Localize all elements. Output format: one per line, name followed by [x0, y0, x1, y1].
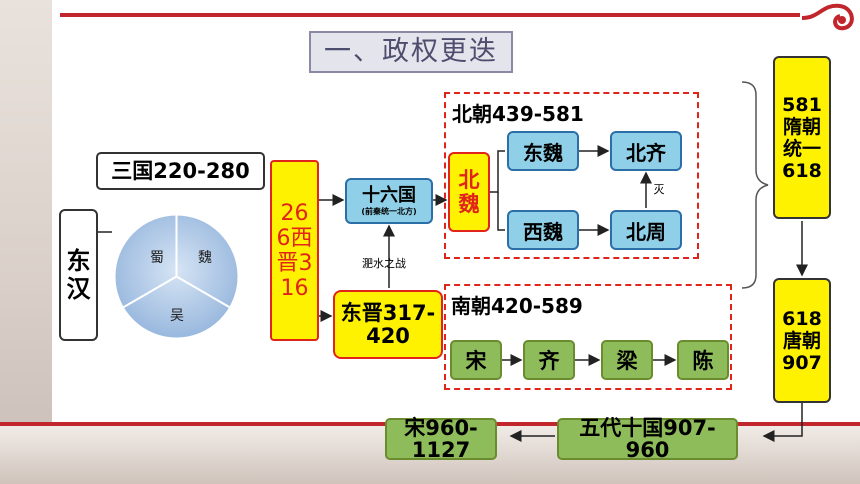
song-box: 宋960-1127 [385, 417, 497, 461]
dong-jin-box: 东晋317-420 [333, 290, 443, 359]
bei-zhou-box: 北周 [610, 210, 682, 250]
three-kingdoms-pie: 蜀 魏 吴 [113, 213, 240, 340]
xi-jin-box: 266西晋316 [270, 160, 319, 341]
south-dynasties-label: 南朝420-589 [451, 294, 583, 318]
north-dynasties-label: 北朝439-581 [452, 102, 584, 126]
south-song-box: 宋 [450, 340, 502, 380]
dong-wei-box: 东魏 [507, 131, 579, 171]
south-chen-box: 陈 [677, 340, 729, 380]
pie-label-wu: 吴 [170, 308, 184, 324]
cloud-ornament-icon [801, 3, 854, 31]
bei-wei-box: 北魏 [448, 152, 490, 232]
mie-label: 灭 [653, 183, 665, 196]
shiliu-guo-box: 十六国 (前秦统一北方) [345, 178, 433, 224]
san-guo-box: 三国220-280 [96, 152, 265, 190]
top-band [52, 0, 860, 14]
shiliu-guo-note: (前秦统一北方) [361, 207, 417, 216]
pie-label-shu: 蜀 [150, 250, 164, 266]
page-title: 一、政权更迭 [309, 31, 513, 73]
bei-qi-box: 北齐 [610, 131, 682, 171]
south-dynasties-frame [444, 284, 732, 390]
xi-wei-box: 西魏 [507, 210, 579, 250]
tang-box: 618唐朝907 [773, 278, 831, 403]
south-liang-box: 梁 [601, 340, 653, 380]
left-decor-band [0, 0, 52, 484]
south-qi-box: 齐 [523, 340, 575, 380]
top-red-rule [60, 13, 800, 17]
dong-han-box: 东汉 [59, 209, 98, 341]
wudai-shiguo-box: 五代十国907-960 [557, 417, 738, 461]
north-dynasties-frame [444, 92, 699, 259]
shiliu-guo-name: 十六国 [362, 185, 416, 206]
feishui-label: 淝水之战 [362, 257, 406, 270]
sui-box: 581隋朝统一618 [773, 56, 831, 219]
pie-label-wei: 魏 [198, 250, 212, 266]
